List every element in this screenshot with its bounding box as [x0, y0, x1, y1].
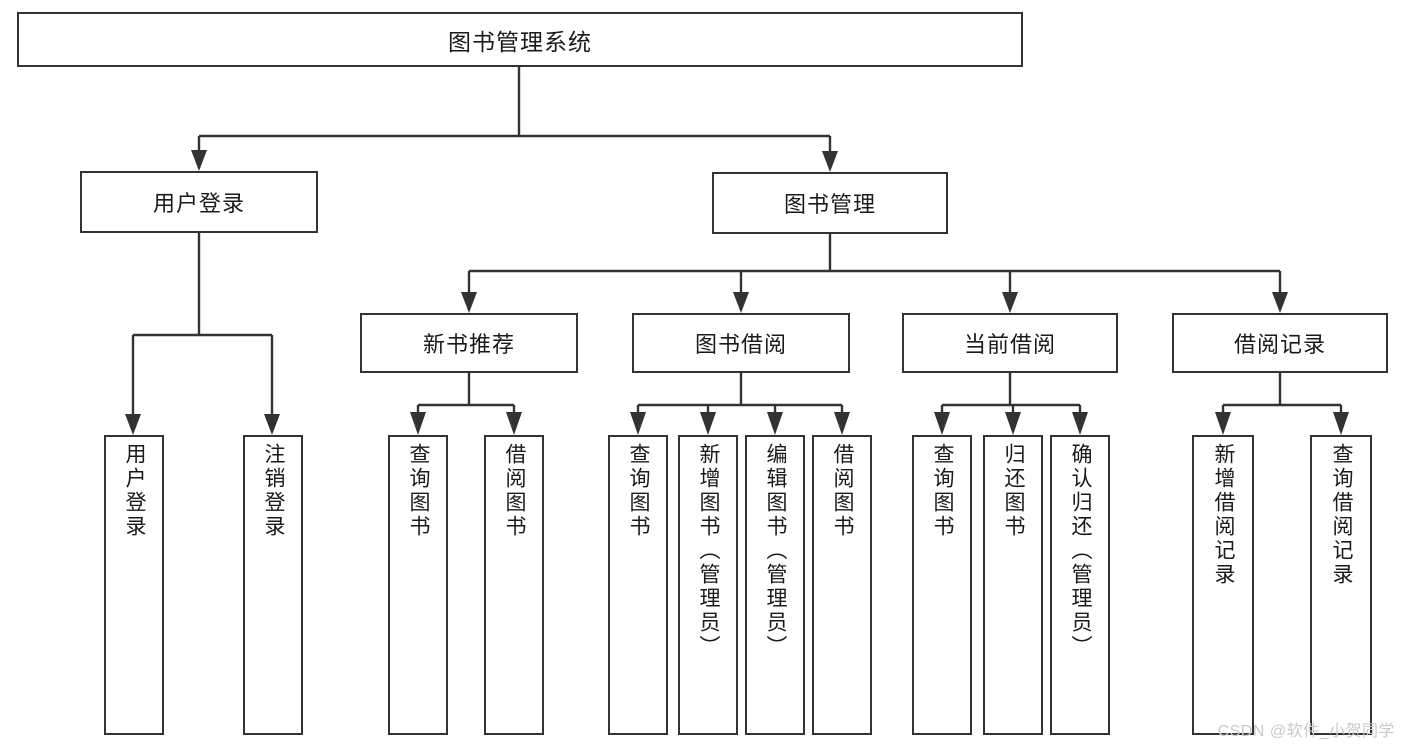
node-label: 图书借阅 [694, 332, 787, 357]
node-bb-add-book[interactable]: 新增图书（管理员） [678, 435, 738, 735]
node-user-logout[interactable]: 注销登录 [243, 435, 303, 735]
arrow-to-user-login [191, 150, 207, 171]
arrow-to-book-management [822, 151, 838, 172]
node-label: 用户登录 [152, 191, 245, 216]
node-label: 新书推荐 [422, 332, 515, 357]
node-nbr-borrow-book[interactable]: 借阅图书 [484, 435, 544, 735]
node-bb-query-book[interactable]: 查询图书 [608, 435, 668, 735]
arrow-to-cb-query-book [934, 412, 950, 435]
arrow-to-br-query-record [1333, 412, 1349, 435]
node-label: 借阅图书 [503, 443, 527, 539]
node-label: 注销登录 [262, 443, 286, 539]
node-label: 归还图书 [1002, 443, 1026, 539]
node-label: 借阅记录 [1233, 332, 1326, 357]
node-label: 查询图书 [407, 443, 431, 539]
arrow-to-current-borrow [1002, 292, 1018, 313]
arrow-to-cb-confirm-return [1072, 412, 1088, 435]
arrow-to-nbr-borrow-book [506, 412, 522, 435]
arrow-to-book-borrow [733, 292, 749, 313]
node-book-borrow[interactable]: 图书借阅 [632, 313, 850, 373]
node-label: 当前借阅 [963, 332, 1056, 357]
node-label: 确认归还（管理员） [1069, 443, 1093, 659]
node-label: 编辑图书（管理员） [764, 443, 788, 659]
arrow-to-br-add-record [1215, 412, 1231, 435]
node-label: 借阅图书 [831, 443, 855, 539]
node-root-system[interactable]: 图书管理系统 [17, 12, 1023, 67]
node-label: 新增借阅记录 [1212, 443, 1236, 587]
arrow-to-borrow-records [1272, 292, 1288, 313]
node-user-login-do[interactable]: 用户登录 [104, 435, 164, 735]
node-current-borrow[interactable]: 当前借阅 [902, 313, 1118, 373]
csdn-watermark: CSDN @软件_小贺同学 [1217, 723, 1395, 740]
arrow-to-bb-query-book [630, 412, 646, 435]
node-label: 用户登录 [123, 443, 147, 539]
node-br-query-record[interactable]: 查询借阅记录 [1310, 435, 1372, 735]
arrow-to-bb-add-book [700, 412, 716, 435]
node-cb-query-book[interactable]: 查询图书 [912, 435, 972, 735]
node-label: 查询图书 [627, 443, 651, 539]
arrow-to-user-login-do [125, 414, 141, 435]
node-label: 查询图书 [931, 443, 955, 539]
node-bb-edit-book[interactable]: 编辑图书（管理员） [745, 435, 805, 735]
node-br-add-record[interactable]: 新增借阅记录 [1192, 435, 1254, 735]
node-user-login[interactable]: 用户登录 [80, 171, 318, 233]
node-cb-confirm-return[interactable]: 确认归还（管理员） [1050, 435, 1110, 735]
node-new-book-recommend[interactable]: 新书推荐 [360, 313, 578, 373]
arrow-to-cb-return-book [1005, 412, 1021, 435]
node-nbr-query-book[interactable]: 查询图书 [388, 435, 448, 735]
arrow-to-bb-edit-book [767, 412, 783, 435]
node-book-management[interactable]: 图书管理 [712, 172, 948, 234]
node-label: 查询借阅记录 [1330, 443, 1354, 587]
arrow-to-new-book-recommend [461, 292, 477, 313]
node-label: 图书管理系统 [448, 28, 592, 55]
arrow-to-user-logout [264, 414, 280, 435]
node-cb-return-book[interactable]: 归还图书 [983, 435, 1043, 735]
arrow-to-bb-borrow-book [834, 412, 850, 435]
arrow-to-nbr-query-book [410, 412, 426, 435]
node-borrow-records[interactable]: 借阅记录 [1172, 313, 1388, 373]
node-label: 图书管理 [783, 192, 876, 217]
node-bb-borrow-book[interactable]: 借阅图书 [812, 435, 872, 735]
node-label: 新增图书（管理员） [697, 443, 721, 659]
